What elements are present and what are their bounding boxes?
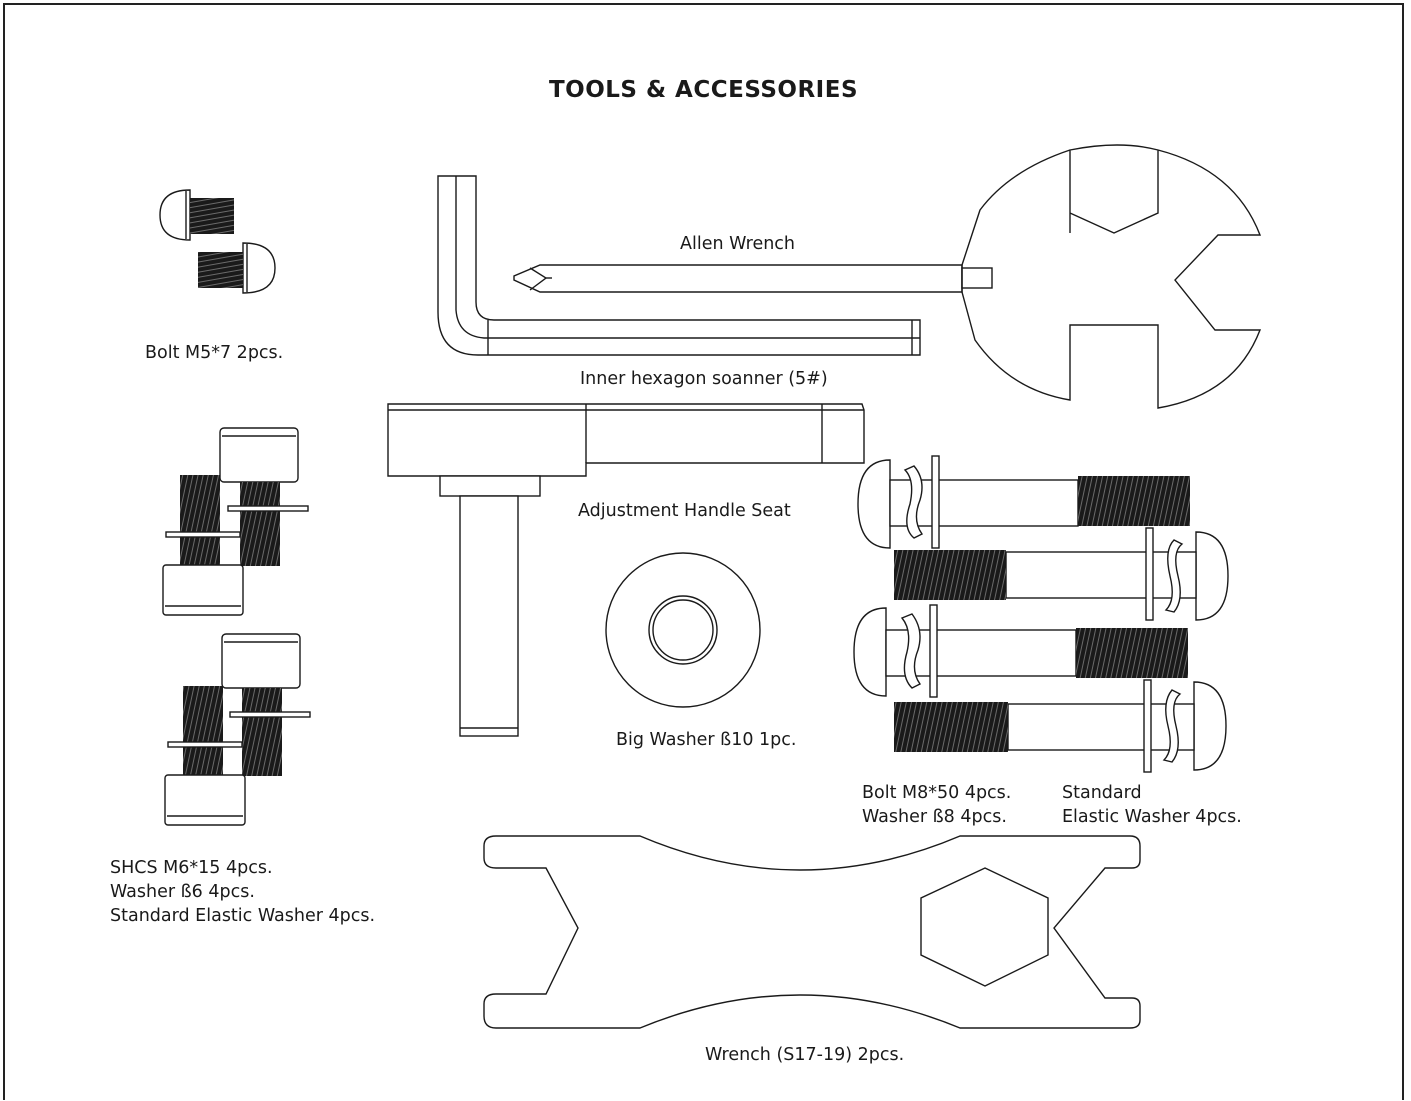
bolt-m5-label: Bolt M5*7 2pcs. [145, 343, 284, 363]
big-washer-icon [605, 552, 761, 708]
bolt-m8-icon [857, 455, 1190, 549]
bolt-m8-label: Bolt M8*50 4pcs. Washer ß8 4pcs. [862, 781, 1011, 829]
big-washer-label: Big Washer ß10 1pc. [616, 730, 797, 750]
washer-m6-line: Washer ß6 4pcs. [110, 882, 255, 902]
page-title: TOOLS & ACCESSORIES [548, 77, 859, 103]
bolt-m8-icon [853, 604, 1188, 698]
inner-hex-label: Inner hexagon soanner (5#) [580, 369, 828, 389]
shcs-bolt-group-icon [164, 633, 311, 826]
washer-m8-line: Washer ß8 4pcs. [862, 807, 1007, 827]
bolt-m5-icon [159, 189, 276, 294]
adjustment-handle-seat-icon [387, 403, 865, 737]
elastic-washer-line: Elastic Washer 4pcs. [1062, 807, 1242, 827]
adjustment-handle-label: Adjustment Handle Seat [578, 501, 791, 521]
shcs-label: SHCS M6*15 4pcs. Washer ß6 4pcs. Standar… [110, 856, 375, 928]
standard-washer-label: Standard Elastic Washer 4pcs. [1062, 781, 1242, 829]
allen-wrench-icon [513, 144, 1262, 409]
standard-elastic-line: Standard Elastic Washer 4pcs. [110, 906, 376, 926]
wrench-icon [483, 835, 1141, 1029]
bolt-m8-icon [894, 527, 1229, 621]
bolt-m8-icon [894, 679, 1227, 773]
shcs-bolt-group-icon [162, 427, 309, 616]
allen-wrench-label: Allen Wrench [680, 234, 796, 254]
bolt-m8-line: Bolt M8*50 4pcs. [862, 783, 1012, 803]
hex-key-icon [437, 175, 921, 356]
wrench-label: Wrench (S17-19) 2pcs. [705, 1045, 905, 1065]
standard-line: Standard [1062, 783, 1142, 803]
shcs-line: SHCS M6*15 4pcs. [110, 858, 273, 878]
